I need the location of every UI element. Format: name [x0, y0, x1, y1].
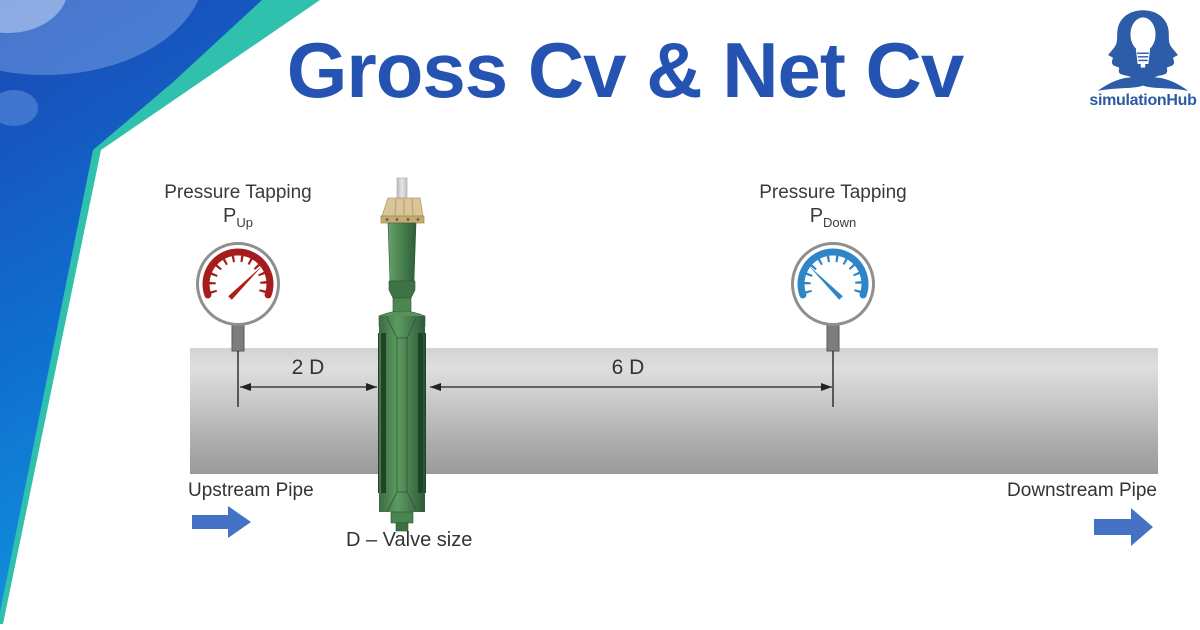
teal-accent-band — [0, 0, 320, 624]
pressure-subscript: Down — [823, 215, 857, 230]
corner-swoosh — [0, 0, 205, 126]
upstream-pipe-label: Upstream Pipe — [188, 480, 314, 501]
upstream-gauge-icon — [196, 242, 280, 407]
valve-size-label: D – Valve size — [346, 529, 473, 551]
pressure-symbol: P — [223, 205, 237, 227]
upstream-pressure-symbol: PUp — [146, 205, 330, 230]
downstream-gauge-icon — [791, 242, 875, 407]
upstream-flow-arrow-icon — [192, 506, 251, 538]
gauge-arc — [202, 248, 274, 299]
upstream-tapping-title: Pressure Tapping — [164, 182, 312, 203]
downstream-pipe-label: Downstream Pipe — [1007, 480, 1157, 501]
downstream-flow-arrow-icon — [1094, 508, 1153, 546]
dimension-arrows — [240, 383, 832, 391]
dim-label-6d: 6 D — [611, 356, 645, 379]
gauge-arc — [797, 248, 869, 299]
dim-label-2d: 2 D — [291, 356, 325, 379]
brand-name: simulationHub — [1089, 92, 1197, 109]
brand-logo: simulationHub — [1086, 8, 1200, 110]
gauge-needle — [808, 265, 843, 300]
simulationhub-logo-icon — [1097, 10, 1189, 91]
gauge-needle — [228, 265, 263, 300]
valve-icon — [378, 177, 426, 532]
lightbulb-cutout — [1130, 17, 1156, 68]
downstream-tapping-label: Pressure Tapping PDown — [741, 182, 925, 230]
pipe — [190, 348, 1158, 474]
page-title: Gross Cv & Net Cv — [286, 26, 965, 114]
pressure-symbol: P — [809, 205, 824, 227]
blue-corner-wedge — [0, 0, 262, 612]
corner-decoration — [0, 0, 320, 624]
downstream-pressure-symbol: PDown — [741, 205, 925, 230]
downstream-tapping-title: Pressure Tapping — [759, 182, 907, 203]
pressure-subscript: Up — [236, 215, 253, 230]
upstream-tapping-label: Pressure Tapping PUp — [146, 182, 330, 230]
